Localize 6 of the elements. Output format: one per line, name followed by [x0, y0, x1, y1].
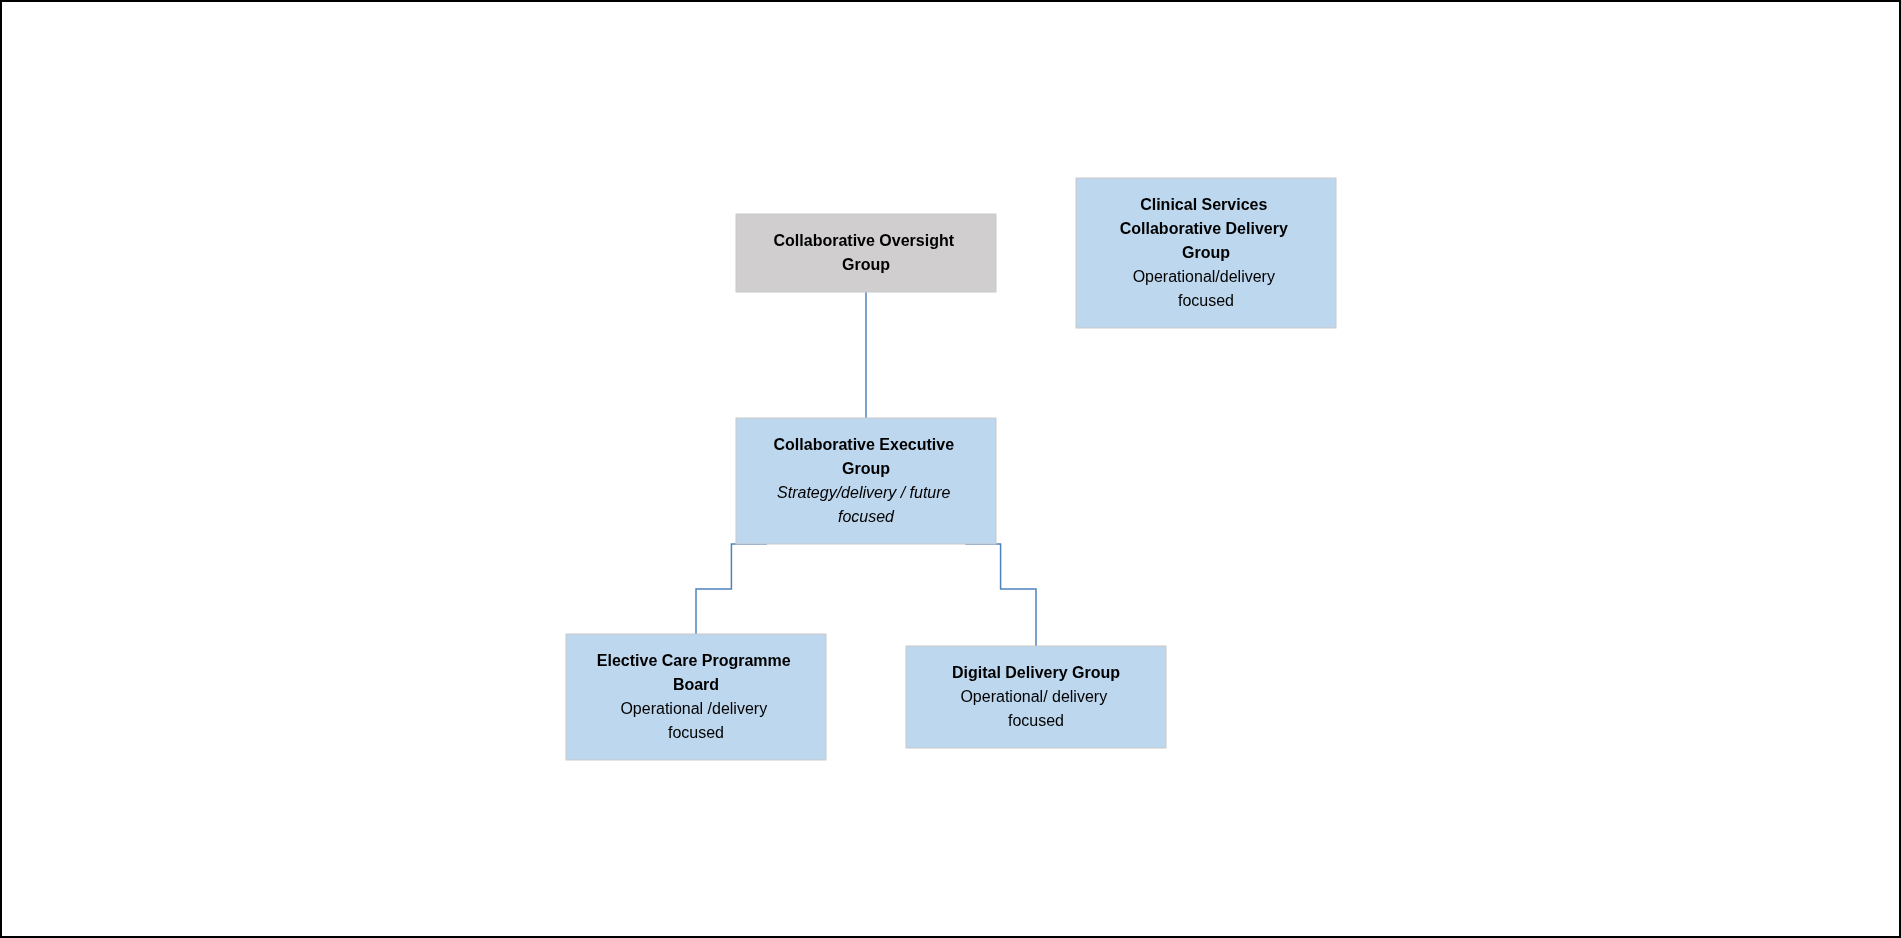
node-box: Elective Care Programme Board Operational /delivery focused [565, 633, 826, 761]
node-box: Clinical Services Collaborative Delivery Group Operational/delivery focused [1075, 177, 1336, 329]
node-box: Collaborative Oversight Group [735, 213, 996, 293]
node-box: Digital Delivery Group Operational/ delivery focused [905, 645, 1166, 749]
node-box: Collaborative Executive Group Strategy/delivery / future focused [735, 417, 996, 545]
connector [864, 291, 867, 419]
